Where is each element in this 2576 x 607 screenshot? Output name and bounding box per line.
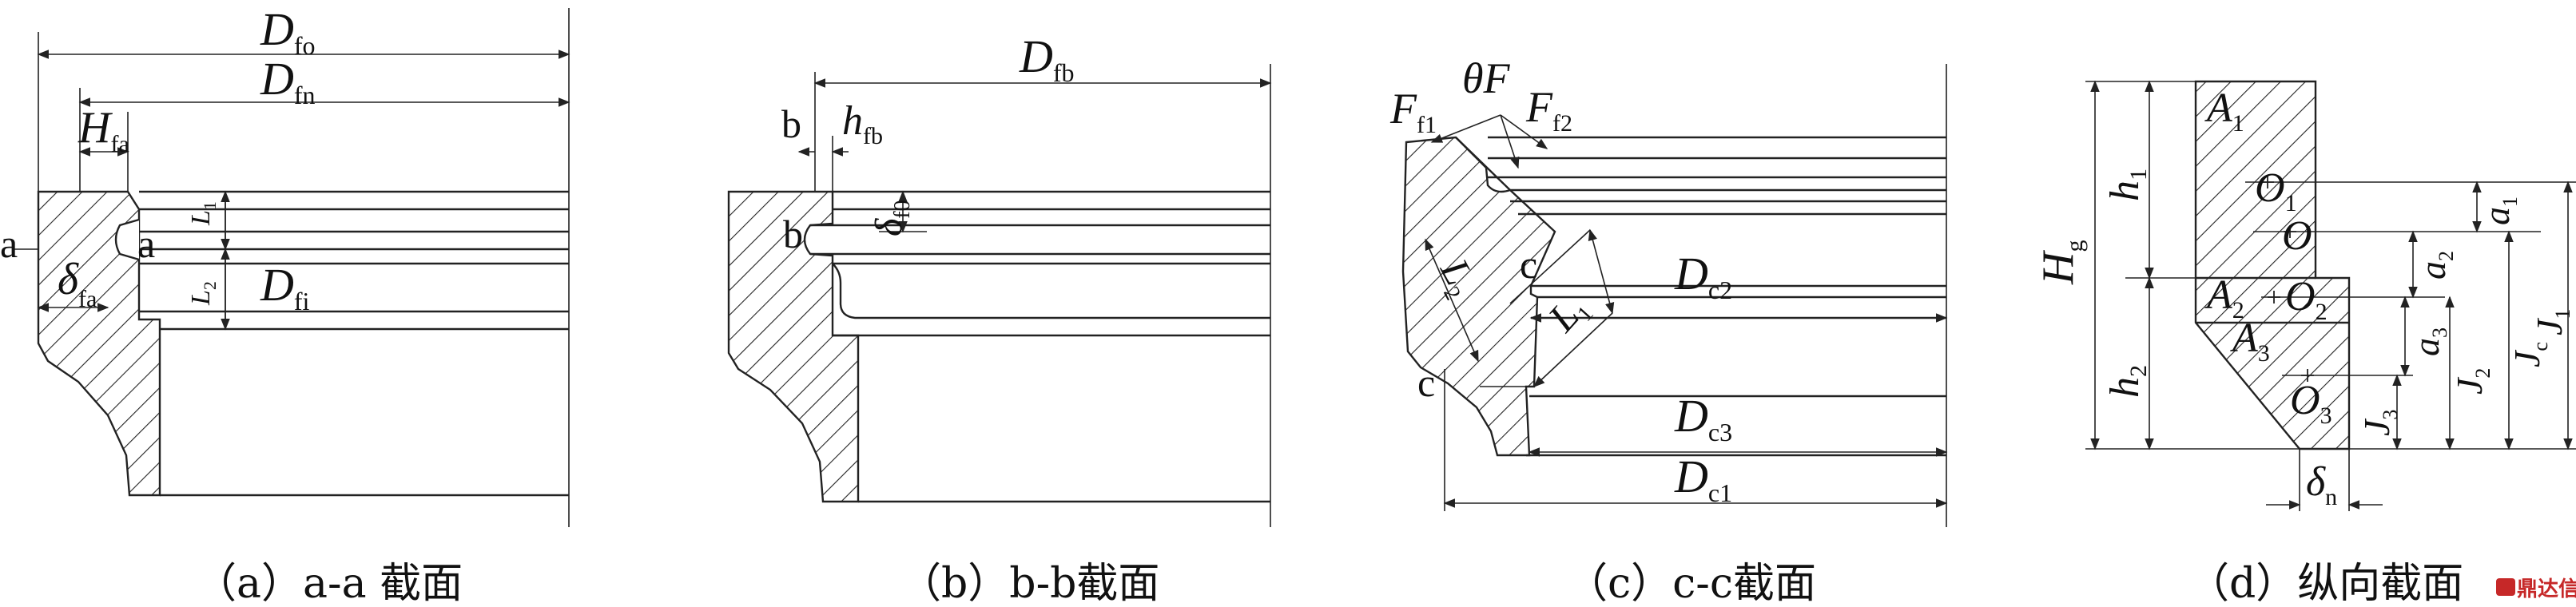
label-b-top: b (781, 101, 801, 146)
label-O: O (2282, 213, 2312, 259)
label-a2: a2 (2412, 251, 2458, 280)
label-D-fi: Dfi (260, 259, 310, 315)
caption-d: （d）纵向截面 (2188, 560, 2463, 607)
label-J2: J2 (2449, 368, 2495, 395)
label-O3: O3 (2290, 378, 2332, 429)
label-H-g: Hg (2033, 240, 2088, 285)
label-b-mid: b (783, 212, 803, 256)
panel-b-labels: Dfb hfb δf0 b b (781, 30, 1075, 256)
svg-text:鼎达信: 鼎达信 (2517, 577, 2576, 601)
label-D-c2: Dc2 (1674, 248, 1732, 304)
label-a-left: a (0, 221, 18, 266)
label-h2: h2 (2102, 365, 2152, 398)
flange-section-c (1401, 136, 1556, 457)
panel-b (727, 64, 1272, 527)
panel-a-labels: Dfo Dfn Hfa Dfi δfa L1 L2 a a (0, 3, 316, 315)
label-delta-n: δn (2306, 459, 2337, 510)
label-A2: A2 (2204, 272, 2244, 323)
panel-c-labels: Ff1 θF Ff2 L2 L1 c c Dc2 Dc3 Dc1 (1389, 54, 1732, 507)
watermark: 鼎达信 (2496, 577, 2576, 601)
label-D-fb: Dfb (1019, 30, 1075, 87)
panel-c (1401, 64, 1948, 527)
label-D-c3: Dc3 (1674, 390, 1732, 446)
label-a1: a1 (2476, 196, 2522, 225)
label-h-fb: hfb (842, 98, 883, 149)
label-D-fo: Dfo (260, 3, 316, 60)
label-L1: L1 (186, 201, 220, 226)
label-F-f1: Ff1 (1389, 85, 1437, 138)
caption-b: （b）b-b截面 (900, 560, 1159, 607)
flange-section-b (727, 190, 860, 503)
label-L2: L2 (186, 281, 220, 306)
label-a-right: a (137, 221, 155, 266)
panel-d-labels: Hg h1 h2 A1 A2 A3 O1 O O2 O3 a1 a2 a3 J3… (2033, 85, 2574, 510)
longitudinal-section (2194, 80, 2351, 450)
label-a3: a3 (2406, 327, 2451, 356)
label-h1: h1 (2102, 169, 2152, 201)
label-O2: O2 (2285, 274, 2328, 325)
label-O1: O1 (2255, 165, 2297, 216)
groove-a (114, 218, 140, 261)
panel-d (2085, 80, 2576, 511)
label-A1: A1 (2204, 85, 2244, 137)
label-H-fa: Hfa (78, 103, 129, 157)
caption-c: （c）c-c截面 (1566, 560, 1816, 607)
label-D-fn: Dfn (260, 53, 316, 109)
label-delta-fa: δfa (58, 255, 97, 312)
label-Jc: Jc (2506, 342, 2552, 367)
label-D-c1: Dc1 (1674, 450, 1732, 507)
label-J1: J1 (2529, 309, 2574, 335)
label-c-left: c (1417, 360, 1435, 405)
label-J3: J3 (2356, 410, 2402, 436)
label-c-mid: c (1520, 242, 1537, 287)
caption-a: （a）a-a 截面 (195, 560, 463, 607)
label-A3: A3 (2230, 315, 2270, 367)
label-delta-f0: δf0 (868, 200, 915, 236)
label-theta-F: θF (1462, 54, 1511, 102)
panel-a (14, 8, 570, 527)
label-F-f2: Ff2 (1525, 83, 1572, 137)
